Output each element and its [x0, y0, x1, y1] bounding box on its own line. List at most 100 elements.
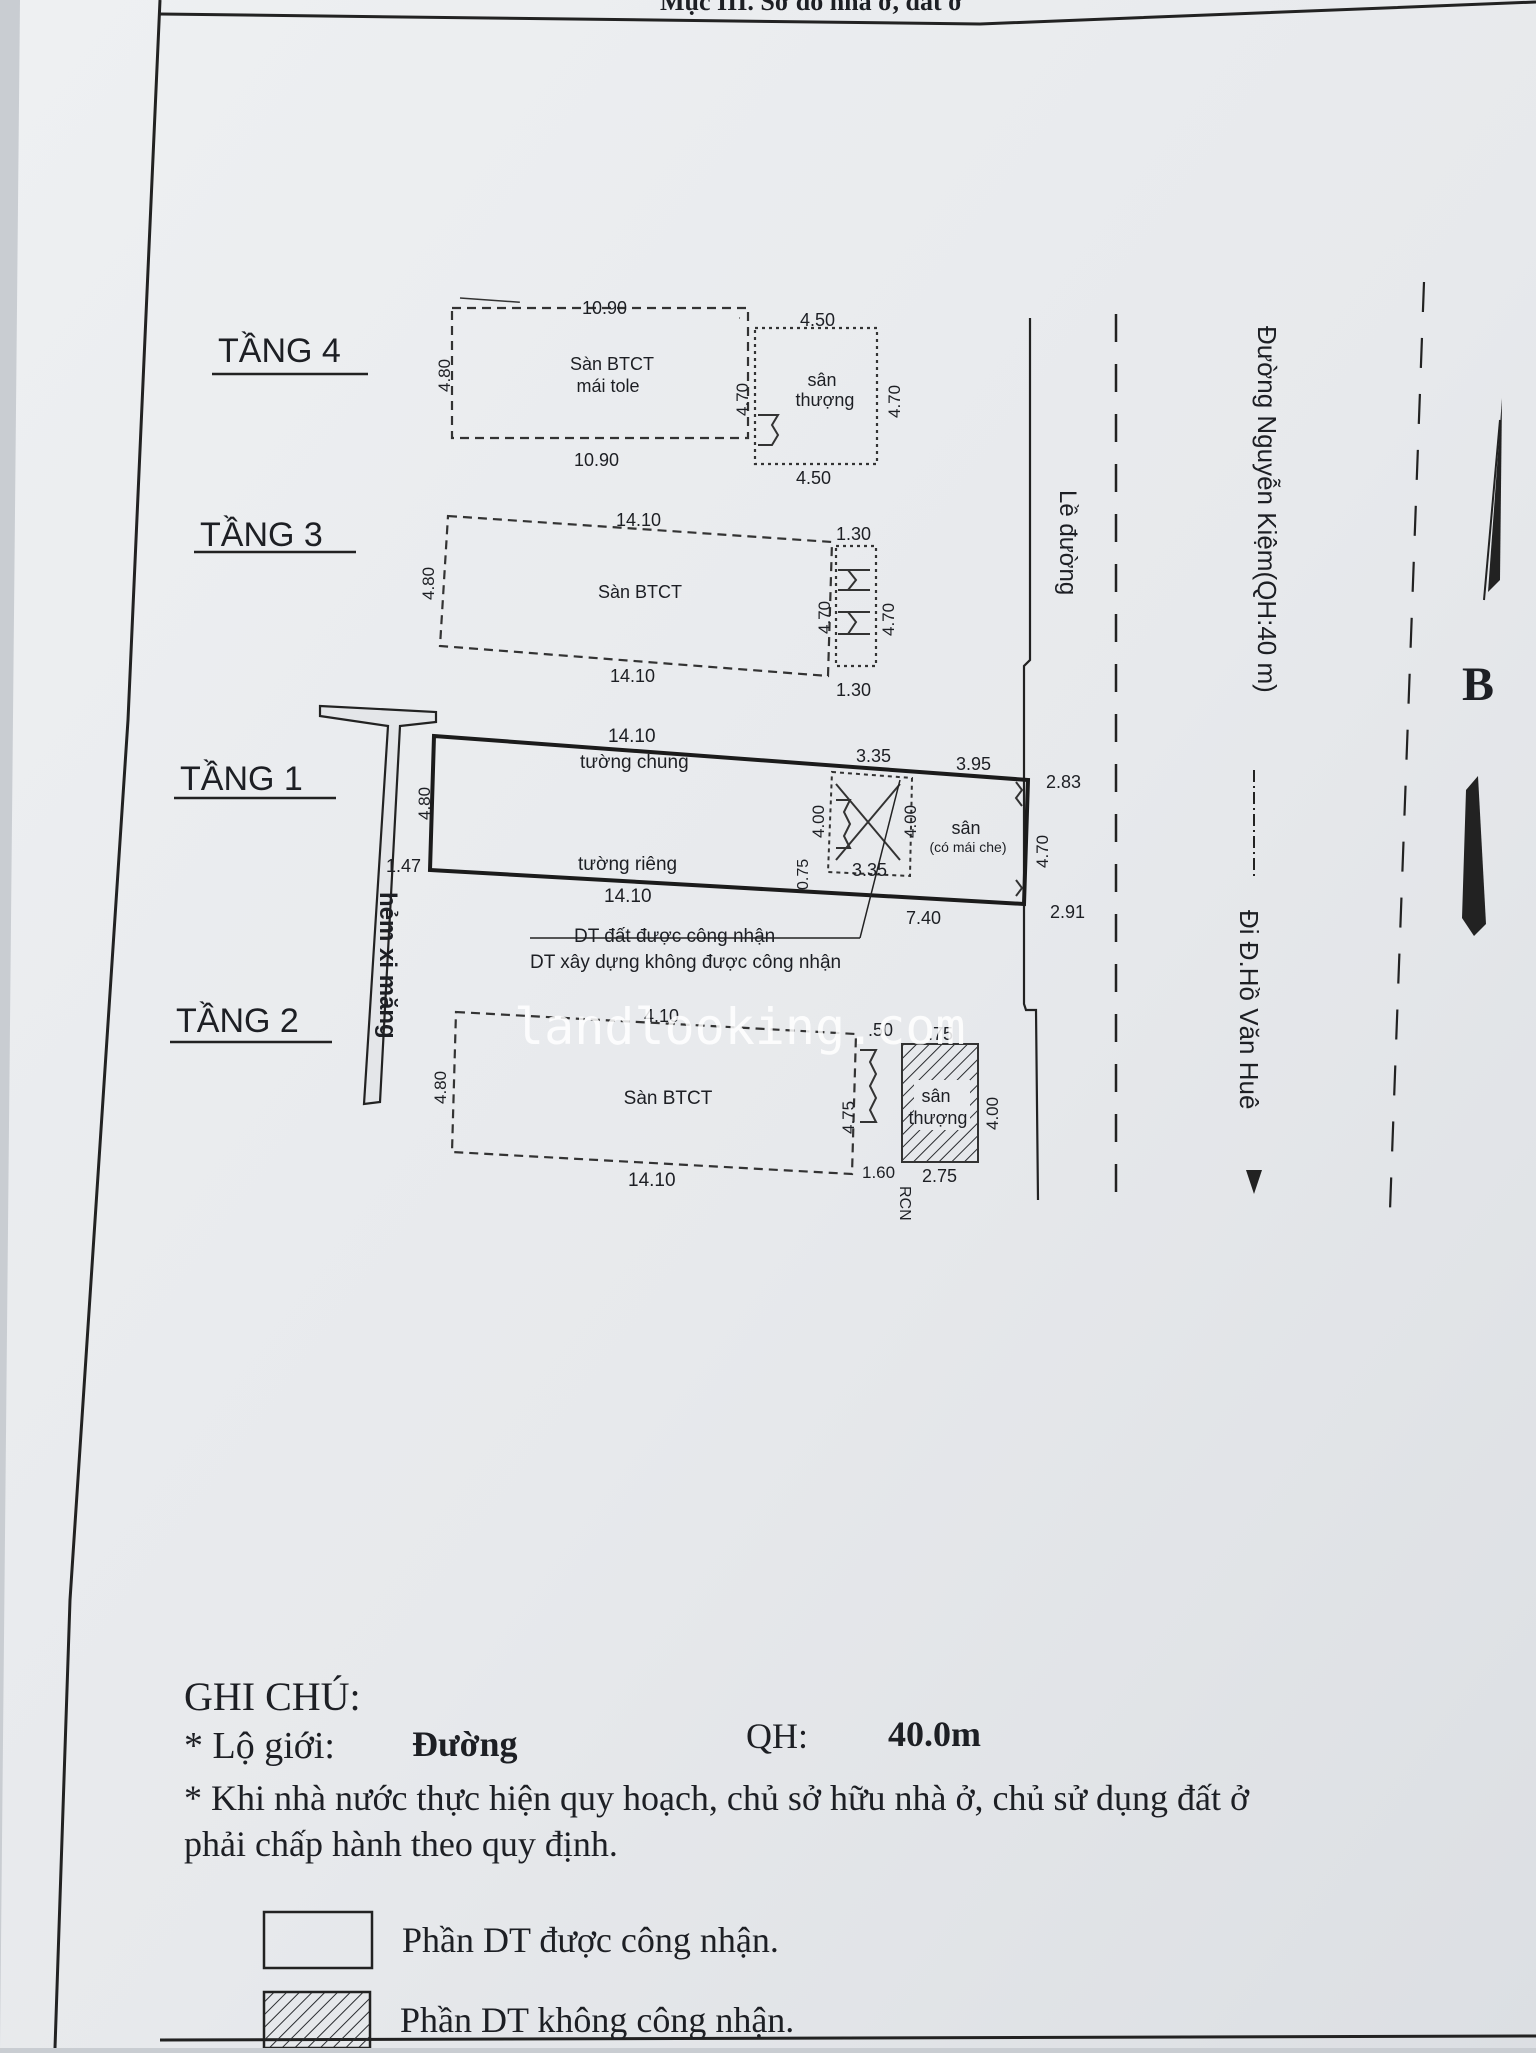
floor-1-private-wall: tường riêng: [578, 854, 677, 875]
floor-3-room-label: Sàn BTCT: [598, 582, 682, 602]
unrecognized-area-label: DT xây dựng không được công nhận: [530, 952, 841, 973]
floor-3-dim-top-length: 14.10: [616, 510, 661, 530]
setback-label: * Lộ giới:: [184, 1725, 335, 1767]
floor-2-dim-bottom-seg2: 2.75: [922, 1166, 957, 1186]
qh-label: QH:: [746, 1716, 808, 1756]
floor-2-room-label: Sàn BTCT: [624, 1088, 713, 1109]
north-arrow-shaft: [1483, 419, 1501, 601]
floor-4-room-line1: Sàn BTCT: [570, 354, 654, 374]
sidewalk-label: Lề đường: [1054, 490, 1081, 595]
floor-4-dim-width: 4.80: [435, 359, 454, 392]
note-line-1: * Khi nhà nước thực hiện quy hoạch, chủ …: [184, 1778, 1250, 1818]
floor-4-dim-bottom-length: 10.90: [574, 450, 619, 470]
floor-3-dim-right: 4.70: [879, 603, 898, 636]
floor-3-plan: TẦNG 3 Sàn BTCT 14.10 1.30 14.10 1.30 4.…: [194, 510, 898, 700]
page-border-bottom: [159, 2034, 1536, 2042]
floor-3-dim-width: 4.80: [419, 567, 438, 600]
section-title: Mục III. Sơ đồ nhà ở, đất ở: [660, 0, 963, 16]
floor-4-dim-top-terrace: 4.50: [800, 310, 835, 330]
road-boundary: [1388, 281, 1426, 1211]
floor-1-offset-top-right: 2.83: [1046, 772, 1081, 792]
page-border-left: [53, 0, 162, 2049]
floor-1-label: TẦNG 1: [180, 760, 303, 798]
floor-3-stair-icon: [838, 569, 870, 635]
legend-recognized-label: Phần DT được công nhận.: [402, 1920, 779, 1960]
floor-1-stair-box: [826, 770, 914, 878]
direction-label: Đi Đ.Hồ Văn Huê: [1234, 910, 1264, 1109]
legend-recognized-swatch: [262, 1910, 374, 1970]
floor-2-label: TẦNG 2: [176, 1002, 299, 1040]
floor-4-dim-inner: 4.70: [733, 383, 752, 416]
floor-1-dim-small: 0.75: [795, 859, 812, 890]
north-arrow-label: B: [1462, 658, 1494, 711]
legend: Phần DT được công nhận. Phần DT không cô…: [262, 1910, 794, 2050]
floor-4-terrace-line1: sân: [807, 370, 836, 390]
floor-1-common-wall: tường chung: [580, 752, 689, 773]
floor-2-terrace-label-bg: [914, 1080, 970, 1130]
floor-1-offset-left: 1.47: [386, 856, 421, 876]
floor-1-stair-icon: [836, 799, 852, 849]
floor-3-stair-box: [834, 544, 878, 668]
floor-1-offset-bottom-right: 2.91: [1050, 902, 1085, 922]
floor-2-plan: TẦNG 2 Sàn BTCT sân thượng 4.10 .50 .75 …: [170, 1002, 1002, 1221]
floor-2-stair-icon: [860, 1049, 878, 1123]
floor-2-terrace-line1: sân: [921, 1086, 950, 1106]
floor-2-rcn-label: RCN: [896, 1186, 913, 1221]
area-label-leader: [859, 779, 901, 939]
floor-2-dim-right: 4.00: [983, 1097, 1002, 1130]
floor-4-terrace-line2: thượng: [796, 390, 855, 410]
floor-2-dim-width: 4.80: [431, 1071, 450, 1104]
floor-1-dim-mid-length: 14.10: [604, 886, 652, 907]
floor-1-dim-stair2: 4.00: [901, 805, 920, 838]
floor-1-plan: TẦNG 1 14.10 tường chung 3.35 3.95 2.83 …: [174, 726, 1085, 973]
floor-4-room-line2: mái tole: [576, 376, 639, 396]
floor-1-dim-right: 4.70: [1033, 835, 1052, 868]
page-border-top: [159, 0, 1536, 26]
legend-not-recognized-label: Phần DT không công nhận.: [400, 2000, 794, 2040]
floor-1-lot-outline: [427, 733, 1031, 907]
floor-2-dim-inner: 4.75: [839, 1101, 858, 1134]
floor-2-room: [450, 1010, 858, 1176]
floor-2-dim-bottom-seg1: 1.60: [862, 1163, 895, 1182]
floor-2-dim-bottom-length: 14.10: [628, 1170, 676, 1191]
floor-3-dim-bottom-right: 1.30: [836, 680, 871, 700]
note-line-2: phải chấp hành theo quy định.: [184, 1824, 618, 1864]
floor-4-dim-bottom-terrace: 4.50: [796, 468, 831, 488]
alley-label: hẻm xi măng: [374, 892, 401, 1039]
watermark: landlooking.com: [514, 998, 966, 1056]
floor-4-dim-line-top: [459, 297, 741, 319]
floor-4-room: [450, 306, 750, 440]
setback-type: Đường: [412, 1724, 518, 1764]
floor-3-dim-inner: 4.70: [815, 601, 834, 634]
floor-4-plan: TẦNG 4 Sàn BTCT mái tole sân thượng 10.9…: [212, 297, 904, 488]
road-label: Đường Nguyễn Kiệm(QH:40 m): [1252, 326, 1282, 693]
recognized-area-label: DT đất được công nhận: [574, 926, 775, 947]
alley-outline: [318, 704, 438, 1106]
floor-1-dim-bottom-right: 7.40: [906, 908, 941, 928]
floor-4-dim-top-length: 10.90: [582, 298, 627, 318]
floor-4-label: TẦNG 4: [218, 332, 341, 370]
sidewalk-edge: [1022, 318, 1040, 1201]
qh-value: 40.0m: [888, 1714, 981, 1754]
floor-4-dim-right: 4.70: [885, 385, 904, 418]
floor-1-dim-width: 4.80: [415, 787, 434, 820]
floor-2-dim-top-seg1: .50: [868, 1020, 893, 1040]
north-arrow-lower-icon: [1462, 776, 1486, 936]
floor-4-terrace: [753, 326, 879, 466]
floor-3-room: [438, 514, 834, 678]
legend-not-recognized-swatch: [262, 1990, 372, 2050]
floor-2-dim-top-length: 4.10: [644, 1006, 679, 1026]
floor-1-yard-line2: (có mái che): [929, 839, 1006, 855]
floor-4-stair-icon: [758, 414, 780, 446]
direction-arrow-icon: [1246, 1170, 1262, 1194]
floor-2-terrace-line2: thượng: [909, 1108, 968, 1128]
site-context: hẻm xi măng Lề đường Đường Nguyễn Kiệm(Q…: [318, 281, 1502, 1211]
floor-1-dim-top-seg2: 3.95: [956, 754, 991, 774]
floor-1-dim-top-length: 14.10: [608, 726, 656, 747]
floor-2-dim-top-seg2: .75: [928, 1024, 953, 1044]
floor-1-dim-inner-seg: 3.35: [852, 860, 887, 880]
floor-1-yard-line1: sân: [951, 818, 980, 838]
